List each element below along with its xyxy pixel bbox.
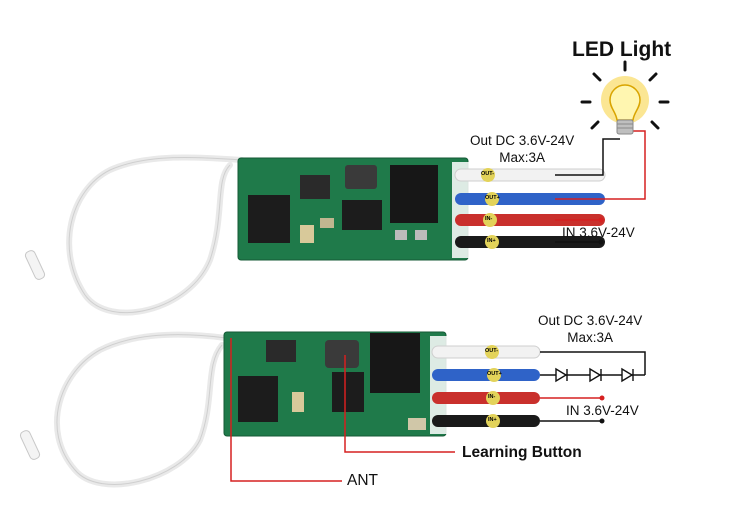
learning-button-part [325, 340, 359, 368]
light-bulb-icon [580, 60, 670, 135]
ic-chip-top [248, 195, 290, 243]
terminal-in-plus-bottom: IN+ [488, 417, 497, 423]
top-out-line1: Out DC 3.6V-24V [470, 133, 575, 148]
out-line-top [555, 138, 620, 176]
terminal-out-minus-top: OUT- [481, 171, 495, 177]
top-out-spec: Out DC 3.6V-24V Max:3A [470, 132, 574, 166]
out-line-bottom [540, 351, 646, 375]
learning-button-pointer [344, 355, 455, 453]
bottom-out-line2: Max:3A [567, 330, 614, 345]
wire-out-plus-bottom [432, 369, 540, 381]
bottom-out-spec: Out DC 3.6V-24V Max:3A [538, 312, 642, 346]
terminal-in-plus-top: IN+ [487, 238, 496, 244]
ant-pointer [230, 338, 342, 482]
terminal-out-plus-top: OUT+ [485, 195, 500, 201]
led-light-title: LED Light [572, 38, 672, 61]
terminal-in-minus-top: IN- [485, 216, 493, 222]
antenna-wire-bottom [54, 331, 229, 488]
diode-icon [555, 367, 634, 383]
top-out-line2: Max:3A [499, 150, 546, 165]
regulator-top [390, 165, 438, 223]
ant-label: ANT [347, 472, 378, 489]
terminal-labels-bottom [485, 345, 501, 428]
top-in-spec: IN 3.6V-24V [562, 225, 635, 240]
terminal-in-minus-bottom: IN- [488, 394, 496, 400]
regulator-bottom [370, 333, 420, 393]
ic-chip-bottom [238, 376, 278, 422]
terminal-out-plus-bottom: OUT+ [487, 371, 502, 377]
bottom-out-line1: Out DC 3.6V-24V [538, 313, 643, 328]
terminal-out-minus-bottom: OUT- [485, 348, 499, 354]
bottom-in-spec: IN 3.6V-24V [566, 403, 639, 418]
learning-button-label: Learning Button [462, 444, 582, 461]
terminal-labels-top [481, 168, 499, 249]
out-plus-line-top [555, 130, 646, 200]
